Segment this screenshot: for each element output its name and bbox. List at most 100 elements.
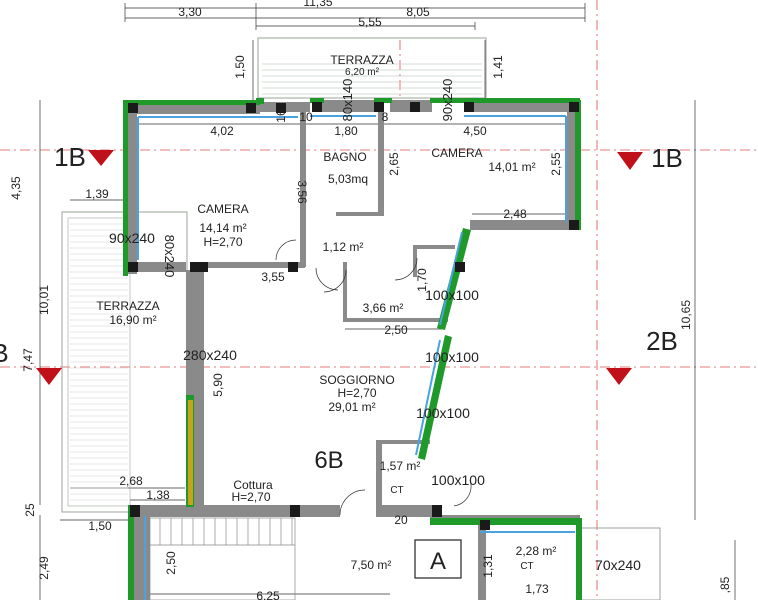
opening-280x240: 280x240	[183, 347, 237, 363]
svg-text:SOGGIORNO: SOGGIORNO	[319, 373, 394, 387]
dim-590: 5,90	[211, 373, 225, 397]
dim-450: 4,50	[463, 124, 487, 138]
dim-248: 2,48	[503, 207, 527, 221]
yellow-strip	[188, 400, 193, 505]
section-marker-2b-left	[36, 368, 62, 385]
svg-text:1,57 m²: 1,57 m²	[380, 459, 421, 473]
opening-80x140: 80x140	[340, 79, 355, 122]
room-labels: TERRAZZA 6,20 m² BAGNO 5,03mq CAMERA 14,…	[96, 53, 556, 572]
wall-markers	[128, 102, 579, 530]
dim-131: 1,31	[481, 554, 495, 578]
room-ct-1: 1,57 m² CT	[380, 459, 421, 496]
svg-text:CAMERA: CAMERA	[197, 202, 248, 216]
dim-8: 8	[382, 110, 389, 124]
dim-268: 2,68	[119, 474, 143, 488]
section-markers	[36, 150, 643, 385]
dim-139: 1,39	[85, 187, 109, 201]
door-swings	[275, 239, 472, 516]
svg-text:H=2,70: H=2,70	[231, 490, 270, 504]
dim-173: 1,73	[525, 582, 549, 596]
section-marker-1b-right	[617, 152, 643, 170]
section-1b-right: 1B	[651, 143, 683, 173]
unit-label-6b: 6B	[314, 447, 343, 474]
dim-top-805: 8,05	[406, 5, 430, 19]
dim-249: 2,49	[37, 556, 51, 580]
svg-text:TERRAZZA: TERRAZZA	[96, 299, 159, 313]
svg-text:16,90 m²: 16,90 m²	[109, 313, 156, 327]
opening-90x240-left: 90x240	[109, 230, 155, 246]
opening-90x240-top: 90x240	[440, 79, 455, 122]
svg-text:Cottura: Cottura	[233, 478, 273, 492]
section-1b-left-ghost: 1B	[54, 142, 86, 172]
section-1b-left: 1B	[54, 142, 86, 172]
dim-150b: 1,50	[88, 519, 112, 533]
dim-top-555: 5,55	[358, 15, 382, 29]
dim-180: 1,80	[334, 124, 358, 138]
opening-100x100-a: 100x100	[425, 287, 479, 303]
dimension-labels: 11,35 3,30 8,05 5,55 1,50 1,41 4,02 16 1…	[9, 0, 732, 600]
opening-80x240: 80x240	[162, 235, 177, 278]
room-camera-right: CAMERA 14,01 m²	[431, 146, 535, 174]
svg-text:TERRAZZA: TERRAZZA	[330, 53, 393, 67]
svg-text:CAMERA: CAMERA	[431, 146, 482, 160]
svg-text:14,14 m²: 14,14 m²	[199, 221, 246, 235]
dim-355: 3,55	[261, 270, 285, 284]
dim-170: 1,70	[415, 268, 429, 292]
dim-250b: 2,50	[164, 551, 178, 575]
dimension-lines	[39, 3, 736, 600]
section-marker-2b-right	[606, 368, 632, 385]
stairs	[149, 517, 296, 600]
opening-70x240: 70x240	[595, 557, 641, 573]
dim-85: ,85	[718, 576, 732, 593]
room-soggiorno: SOGGIORNO H=2,70 29,01 m²	[319, 373, 394, 414]
opening-100x100-d: 100x100	[431, 472, 485, 488]
room-cottura: Cottura H=2,70	[231, 478, 273, 504]
opening-100x100-b: 100x100	[425, 349, 479, 365]
svg-text:29,01 m²: 29,01 m²	[328, 400, 375, 414]
dim-1065: 10,65	[679, 300, 693, 330]
room-ct-2: 2,28 m² CT	[516, 544, 557, 572]
dim-255: 2,55	[549, 152, 563, 176]
dim-1001: 10,01	[37, 285, 51, 315]
dim-top-330: 3,30	[178, 5, 202, 19]
svg-text:CT: CT	[520, 561, 533, 572]
unit-label-a: A	[430, 548, 446, 575]
svg-text:BAGNO: BAGNO	[323, 150, 366, 164]
dim-435: 4,35	[9, 176, 23, 200]
svg-text:2,28 m²: 2,28 m²	[516, 544, 557, 558]
room-terrazza-left: TERRAZZA 16,90 m²	[96, 299, 159, 327]
dim-right-141: 1,41	[491, 55, 505, 79]
dim-left-150: 1,50	[233, 55, 247, 79]
svg-text:CT: CT	[390, 485, 403, 496]
section-2b-right: 2B	[646, 326, 678, 356]
opening-100x100-c: 100x100	[416, 405, 470, 421]
opening-labels: 80x140 90x240 90x240 80x240 100x100 100x…	[109, 79, 641, 573]
terrazza-top-area	[257, 37, 487, 99]
dim-138: 1,38	[146, 488, 170, 502]
dim-265: 2,65	[387, 152, 401, 176]
room-disimpegno-area: 1,12 m²	[323, 240, 364, 254]
dim-625: 6,25	[256, 589, 280, 600]
dim-25: 25	[23, 503, 37, 517]
blue-lines	[137, 115, 575, 600]
room-scala-area: 7,50 m²	[351, 558, 392, 572]
section-marker-1b-left	[88, 150, 114, 166]
room-camera-left: CAMERA 14,14 m² H=2,70	[197, 202, 248, 249]
dim-250: 2,50	[384, 323, 408, 337]
dim-20: 20	[394, 513, 408, 527]
room-ripostiglio-area: 3,66 m²	[363, 301, 404, 315]
unit-a-box	[414, 539, 462, 579]
room-bagno: BAGNO 5,03mq	[323, 150, 368, 186]
svg-text:14,01 m²: 14,01 m²	[488, 160, 535, 174]
section-2b-left: B	[0, 338, 9, 368]
room-terrazza-top: TERRAZZA 6,20 m²	[330, 53, 393, 78]
dim-10: 10	[299, 110, 313, 124]
svg-text:H=2,70: H=2,70	[337, 386, 376, 400]
section-labels: 1B 1B 1B 2B B	[0, 142, 683, 368]
dim-747: 7,47	[21, 348, 35, 372]
svg-text:H=2,70: H=2,70	[203, 235, 242, 249]
svg-text:6,20 m²: 6,20 m²	[345, 67, 380, 78]
dim-356: 3,56	[295, 180, 309, 204]
